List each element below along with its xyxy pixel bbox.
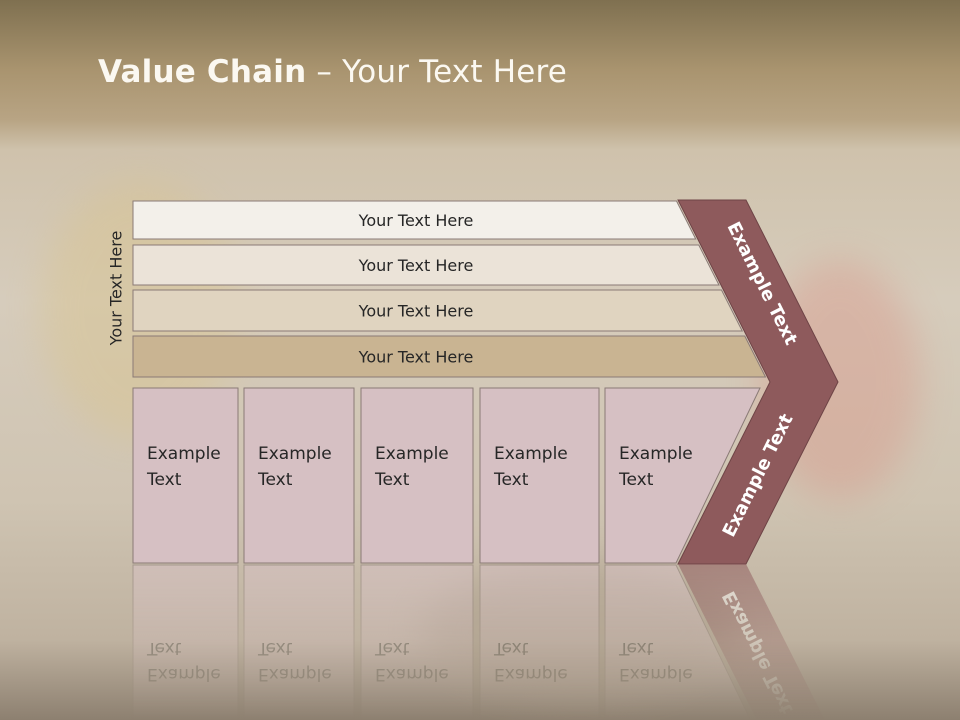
column-reflection-text: Text: [257, 638, 293, 658]
column-reflection: [479, 564, 600, 720]
title-bold: Value Chain: [98, 54, 307, 90]
column-label-line1: Example: [258, 444, 332, 464]
column-reflection-text: Text: [618, 638, 654, 658]
row-band: [132, 244, 720, 286]
column-reflection-text: Text: [146, 638, 182, 658]
column-reflection-text: Example: [375, 664, 449, 684]
title-rest: – Your Text Here: [306, 54, 568, 90]
column-label-line2: Text: [374, 470, 410, 490]
row-band: [132, 335, 767, 378]
column-reflection-text: Example: [258, 664, 332, 684]
column-label-line1: Example: [494, 444, 568, 464]
column-reflection-text: Example: [494, 664, 568, 684]
column-reflection-text: Text: [493, 638, 529, 658]
row-band: [132, 289, 744, 332]
column-reflection-text: Example: [147, 664, 221, 684]
column-reflection: [132, 564, 239, 720]
column-box: [243, 387, 355, 564]
column-reflection-text: Example: [619, 664, 693, 684]
row-band: [132, 200, 697, 240]
column-box: [604, 387, 761, 564]
column-label-line1: Example: [147, 444, 221, 464]
row-label: Your Text Here: [358, 211, 474, 230]
column-label-line1: Example: [619, 444, 693, 464]
row-label: Your Text Here: [358, 256, 474, 275]
row-label: Your Text Here: [358, 348, 474, 367]
column-box: [132, 387, 239, 564]
column-reflection: [243, 564, 355, 720]
column-label-line2: Text: [493, 470, 529, 490]
column-reflection: [360, 564, 474, 720]
column-box: [360, 387, 474, 564]
column-label-line2: Text: [257, 470, 293, 490]
row-label: Your Text Here: [358, 302, 474, 321]
column-box: [479, 387, 600, 564]
column-label-line2: Text: [618, 470, 654, 490]
column-label-line1: Example: [375, 444, 449, 464]
column-label-line2: Text: [146, 470, 182, 490]
chevron-reflection: [678, 564, 825, 720]
slide-title: Value Chain – Your Text Here: [98, 54, 567, 90]
column-reflection: [604, 564, 751, 720]
column-reflection-text: Text: [374, 638, 410, 658]
